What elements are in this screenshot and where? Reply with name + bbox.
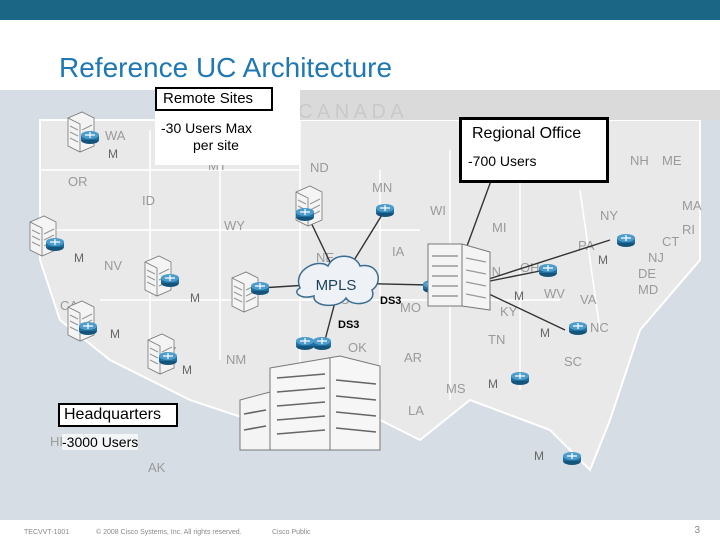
ds3-label-right: DS3 [380,295,401,307]
remote-sites-users: -30 Users Max [161,120,253,136]
state-label-mo: MO [400,300,421,315]
state-label-la: LA [408,403,424,418]
state-label-tn: TN [488,332,505,347]
remote-sites-callout: Remote Sites -30 Users Max per site [155,87,300,165]
state-label-ky: KY [500,304,518,319]
state-label-wv: WV [544,286,565,301]
state-label-mi: MI [492,220,506,235]
regional-office-users: -700 Users [468,153,537,169]
remote-sites-title: Remote Sites [163,90,254,107]
ds3-label-bottom: DS3 [338,319,359,331]
state-label-ia: IA [392,244,405,259]
state-label-nc: NC [590,320,609,335]
header-bar [0,0,720,20]
state-label-ma: MA [682,198,702,213]
marker-m: M [598,253,608,267]
state-label-nd: ND [310,160,329,175]
page-number: 3 [694,525,700,536]
marker-m: M [534,449,544,463]
marker-m: M [110,327,120,341]
state-label-ok: OK [348,340,367,355]
state-label-wy: WY [224,218,245,233]
marker-m: M [488,377,498,391]
state-label-nj: NJ [648,250,664,265]
state-label-de: DE [638,266,656,281]
state-label-ak: AK [148,460,166,475]
regional-office-callout: Regional Office -700 Users [459,117,609,183]
regional-office-title: Regional Office [472,125,582,142]
state-label-id: ID [142,193,155,208]
state-label-me: ME [662,153,682,168]
state-label-ct: CT [662,234,679,249]
marker-m: M [514,289,524,303]
slide-title: Reference UC Architecture [59,52,393,83]
state-label-or: OR [68,174,88,189]
state-label-nv: NV [104,258,122,273]
headquarters-callout: Headquarters [58,403,178,427]
state-label-wi: WI [430,203,446,218]
state-label-va: VA [580,292,597,307]
state-label-wa: WA [105,128,126,143]
footer-copyright: © 2008 Cisco Systems, Inc. All rights re… [96,529,242,536]
map-canada [300,90,720,120]
state-label-ar: AR [404,350,422,365]
state-label-nh: NH [630,153,649,168]
marker-m: M [540,326,550,340]
state-label-ri: RI [682,222,695,237]
footer-classification: Cisco Public [272,529,311,536]
country-label: C A N A D A [298,101,404,123]
headquarters-users: -3000 Users [62,434,139,450]
remote-sites-per-site: per site [193,137,239,153]
state-label-nm: NM [226,352,246,367]
state-label-ny: NY [600,208,618,223]
state-label-mn: MN [372,180,392,195]
marker-m: M [74,251,84,265]
marker-m: M [190,291,200,305]
state-label-hi: HI [50,434,63,449]
marker-m: M [182,363,192,377]
headquarters-title: Headquarters [64,406,161,423]
mpls-cloud: MPLS [296,255,379,307]
state-label-md: MD [638,282,658,297]
regional-office-building [427,243,491,311]
state-label-sc: SC [564,354,582,369]
mpls-label: MPLS [316,277,357,294]
marker-m: M [108,147,118,161]
state-label-in: IN [488,264,501,279]
hq-building [239,355,381,451]
site-markers: M M M M M M M M M M [74,147,608,463]
state-label-ms: MS [446,381,466,396]
footer-session-id: TECVVT-1001 [24,529,70,536]
